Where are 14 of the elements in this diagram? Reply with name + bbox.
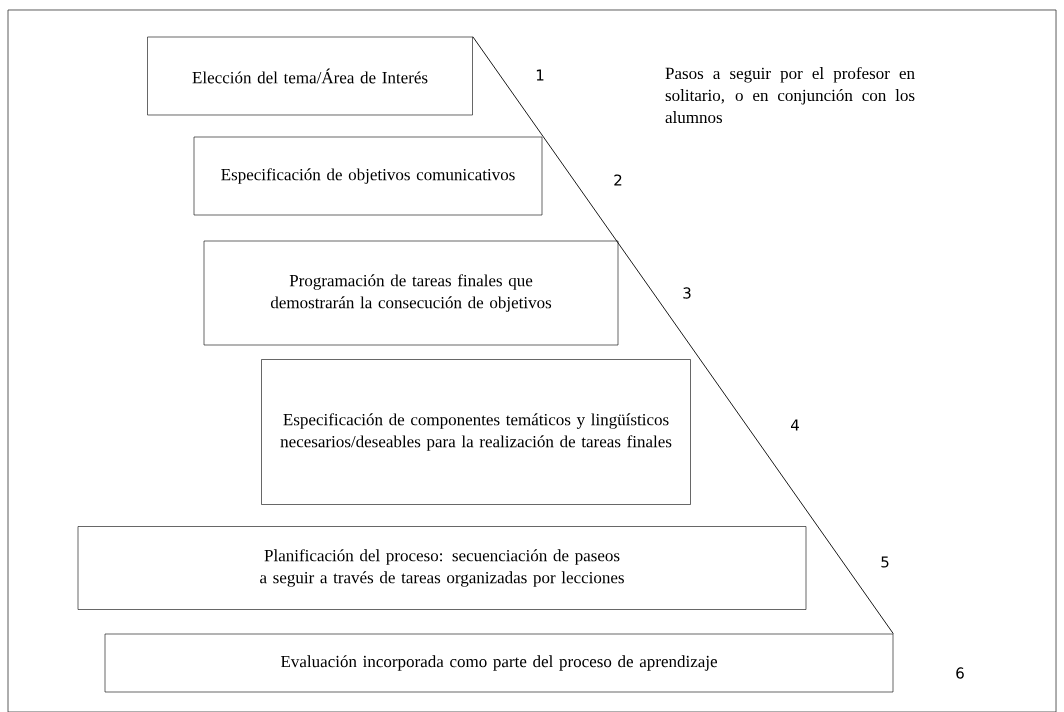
step-number: 1 [536,69,544,81]
step-number: 2 [614,174,622,186]
step-box: Especificación de objetivos comunicativos [193,136,543,216]
slanted-line [472,36,894,635]
note-text: Pasos a seguir por el profesor en solitario, o en conjunción con los alumnos [665,66,915,124]
step-box: Evaluación incorporada como parte del proceso de aprendizaje [104,633,894,693]
step-box: Planificación del proceso: secuenciación de paseos a seguir a través de tareas organizadas por lecciones [77,526,807,610]
step-number: 3 [683,287,691,299]
step-number: 5 [881,556,889,568]
step-number: 6 [956,667,964,679]
step-box: Programación de tareas finales que demostrarán la consecución de objetivos [203,240,619,346]
step-number: 4 [791,419,799,431]
step-box: Especificación de componentes temáticos y lingüísticos necesarios/deseables para la realización de tareas finales [261,359,691,505]
step-box: Elección del tema/Área de Interés [147,36,473,116]
